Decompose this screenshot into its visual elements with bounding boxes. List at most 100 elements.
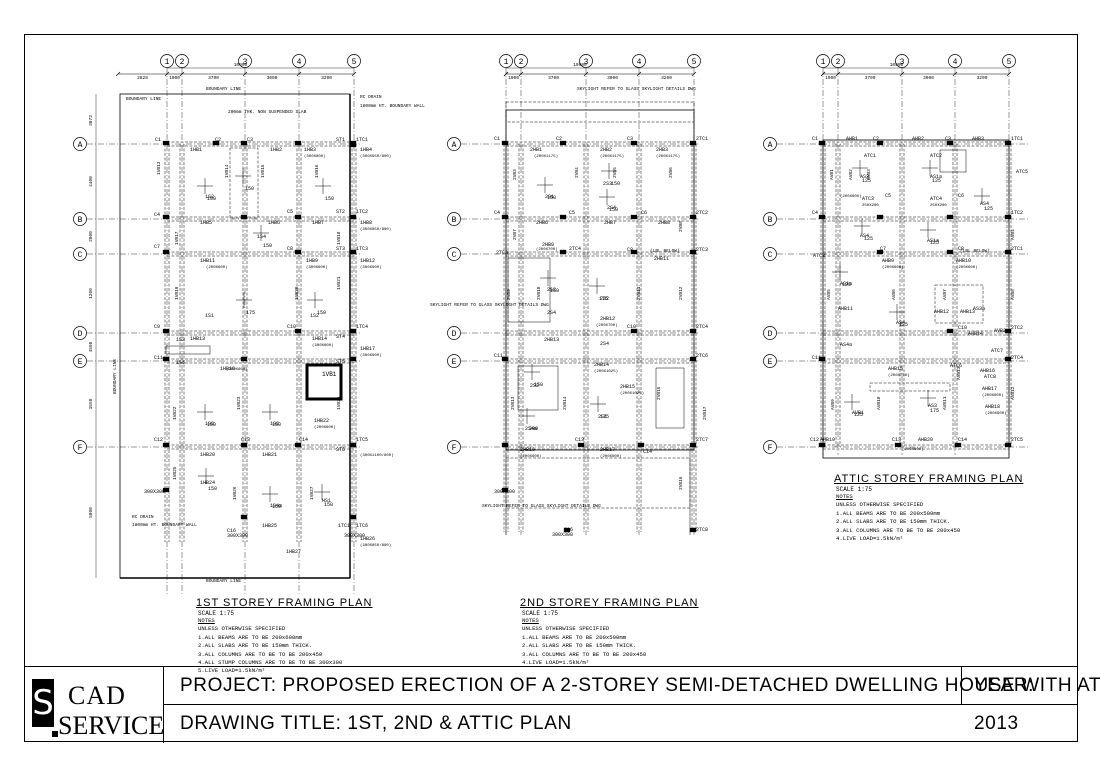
dimension-text: 3200 xyxy=(661,75,672,81)
column-mark xyxy=(162,442,170,448)
column-mark xyxy=(1004,442,1012,448)
grid-bubble-E xyxy=(763,354,777,368)
grid-bubble-F xyxy=(447,440,461,454)
dimension-tick xyxy=(242,71,248,77)
dimension-text: 1000 xyxy=(508,75,519,81)
member-mark: 2VB6 xyxy=(668,167,674,178)
grid-bubble-2 xyxy=(831,54,845,68)
void-outline xyxy=(939,149,967,173)
member-mark: 2TC8 xyxy=(696,527,708,533)
column-mark xyxy=(349,442,357,448)
member-mark: (200X1025) xyxy=(620,391,644,396)
member-mark: ST3 xyxy=(336,246,345,252)
column-mark xyxy=(954,442,962,448)
dimension-text: 1000 xyxy=(169,75,180,81)
dimension-text: 3200 xyxy=(321,75,332,81)
grid-bubble-F xyxy=(73,440,87,454)
grid-bubble-4 xyxy=(632,54,646,68)
member-mark: 1VB15 xyxy=(260,164,266,178)
member-mark: C13 xyxy=(241,437,250,443)
member-mark: ST5 xyxy=(336,359,345,365)
dimension-tick xyxy=(636,71,642,77)
member-mark: (300X850/800) xyxy=(360,227,391,232)
slab-mark-text: 125 xyxy=(984,206,993,212)
member-mark: 300X300 xyxy=(227,533,248,539)
column-mark xyxy=(559,140,567,146)
member-mark: C3 xyxy=(945,136,951,142)
member-mark: C1 xyxy=(155,137,161,143)
member-mark: 1VB23 xyxy=(236,396,242,410)
member-mark: 1HB27 xyxy=(286,549,301,555)
slab-mark-text: 150 xyxy=(547,195,556,201)
member-mark: AS4 xyxy=(980,201,989,207)
slab-mark-text: 175 xyxy=(930,408,939,414)
member-mark: 2VB15 xyxy=(656,386,662,400)
member-mark: 2VB4 xyxy=(574,167,580,178)
grid-bubble-3 xyxy=(579,54,593,68)
member-mark: 1S4 xyxy=(257,234,266,240)
dimension-text: 4400 xyxy=(88,176,94,187)
member-mark: BOUNDARY LINE xyxy=(206,578,241,584)
dimension-tick xyxy=(518,71,524,77)
slab-mark-text: 125 xyxy=(899,322,908,328)
grid-bubble-C-text: C xyxy=(768,251,773,260)
landing-outline xyxy=(165,345,211,355)
notes-first: NOTES UNLESS OTHERWISE SPECIFIED 1.ALL B… xyxy=(198,617,342,676)
dimension-text: 3000 xyxy=(267,75,278,81)
member-mark: 2VB9 xyxy=(506,289,512,300)
member-mark: 2TC3 xyxy=(696,247,708,253)
notes-attic: NOTES UNLESS OTHERWISE SPECIFIED 1.ALL B… xyxy=(836,493,960,543)
slab-mark-text: 150 xyxy=(207,422,216,428)
member-mark: RC DRAIN xyxy=(132,514,154,520)
grid-bubble-F xyxy=(763,440,777,454)
member-mark: 250X200 xyxy=(862,204,879,208)
member-mark: 2TC7 xyxy=(696,437,708,443)
member-mark: C8 xyxy=(287,246,293,252)
company-logo: S CAD SERVICE xyxy=(24,667,164,743)
notes-line: 4.LIVE LOAD=1.5kN/m² xyxy=(522,659,590,667)
member-mark: (200X900) xyxy=(985,411,1007,416)
dimension-tick xyxy=(164,71,170,77)
member-mark: AVB1 xyxy=(852,410,864,416)
title-block: S CAD SERVICE PROJECT: PROPOSED ERECTION… xyxy=(24,666,1100,743)
slab-mark-text: 150 xyxy=(550,288,559,294)
column-mark xyxy=(162,249,170,255)
column-mark xyxy=(349,356,357,362)
dimension-tick xyxy=(691,71,697,77)
notes-line: 4.ALL STUMP COLUMNS ARE TO BE TO BE 300x… xyxy=(198,659,343,667)
grid-bubble-2 xyxy=(514,54,528,68)
member-mark: 1VB20 xyxy=(294,286,300,300)
column-mark xyxy=(818,140,826,146)
member-mark: (200X700) xyxy=(536,247,558,252)
member-mark: AHB1 xyxy=(846,136,858,142)
drawing-sheet-border xyxy=(24,34,1078,742)
member-mark: (300X600) xyxy=(360,353,382,358)
dimension-tick xyxy=(583,71,589,77)
column-mark xyxy=(240,140,248,146)
member-mark: (300X600) xyxy=(312,343,334,348)
slab-mark-text: 150 xyxy=(272,422,281,428)
member-mark: 1VB25 xyxy=(172,466,178,480)
grid-bubble-A xyxy=(73,137,87,151)
dimension-tick xyxy=(1006,71,1012,77)
grid-bubble-4-text: 4 xyxy=(297,58,302,67)
slab-mark-text: 125 xyxy=(862,178,871,184)
member-mark: 2TC4 xyxy=(569,246,581,252)
dimension-text: 3700 xyxy=(865,75,876,81)
member-mark: 1S3 xyxy=(176,337,185,343)
notes-line: 1.ALL BEAMS ARE TO BE 200x500mm xyxy=(836,509,941,517)
member-mark: 1S5 xyxy=(176,360,185,366)
grid-bubble-1-text: 1 xyxy=(821,58,826,67)
member-mark: 1HB17 xyxy=(360,346,375,352)
member-mark: AHB9 xyxy=(882,258,894,264)
member-mark: SKYLIGHT REFER TO GLASS SKYLIGHT DETAILS… xyxy=(430,302,549,308)
notes-line: 2.ALL SLABS ARE TO BE 150mm THICK. xyxy=(522,642,637,650)
member-mark: C10 xyxy=(958,325,967,331)
grid-bubble-4-text: 4 xyxy=(637,58,642,67)
member-mark: 1HB5 xyxy=(200,220,212,226)
column-mark xyxy=(559,249,567,255)
column-mark xyxy=(1004,214,1012,220)
member-mark: SKYLIGHT REFER TO GLASS SKYLIGHT DETAILS… xyxy=(482,503,601,509)
grid-bubble-4 xyxy=(948,54,962,68)
member-mark: C2 xyxy=(873,136,879,142)
